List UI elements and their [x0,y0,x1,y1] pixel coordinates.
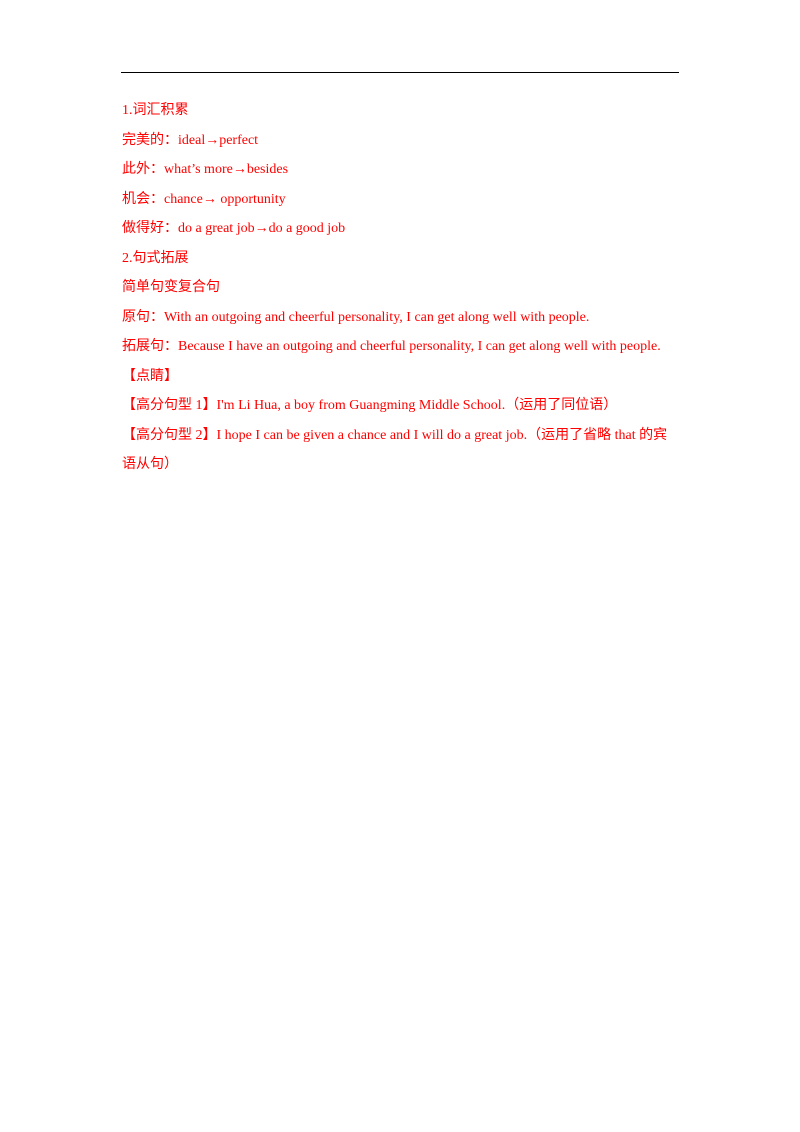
vocab-item: 完美的：ideal→perfect [122,132,259,148]
vocab-item: 机会：chance→ opportunity [122,191,286,207]
document-body: 1.词汇积累 完美的：ideal→perfect 此外：what’s more→… [122,96,678,480]
highlight-heading: 【点睛】 [122,368,178,384]
section-heading-sentence: 2.句式拓展 [122,250,189,266]
vocab-item: 此外：what’s more→besides [122,162,289,177]
original-sentence: 原句：With an outgoing and cheerful persona… [122,309,590,325]
header-rule [121,72,679,73]
section-heading-vocabulary: 1.词汇积累 [122,103,189,118]
subheading: 简单句变复合句 [122,280,220,295]
expanded-sentence: 拓展句：Because I have an outgoing and cheer… [122,339,661,354]
pattern-2: 【高分句型 2】I hope I can be given a chance a… [122,427,668,473]
vocab-item: 做得好：do a great job→do a good job [122,221,346,236]
pattern-1: 【高分句型 1】I'm Li Hua, a boy from Guangming… [122,398,618,413]
